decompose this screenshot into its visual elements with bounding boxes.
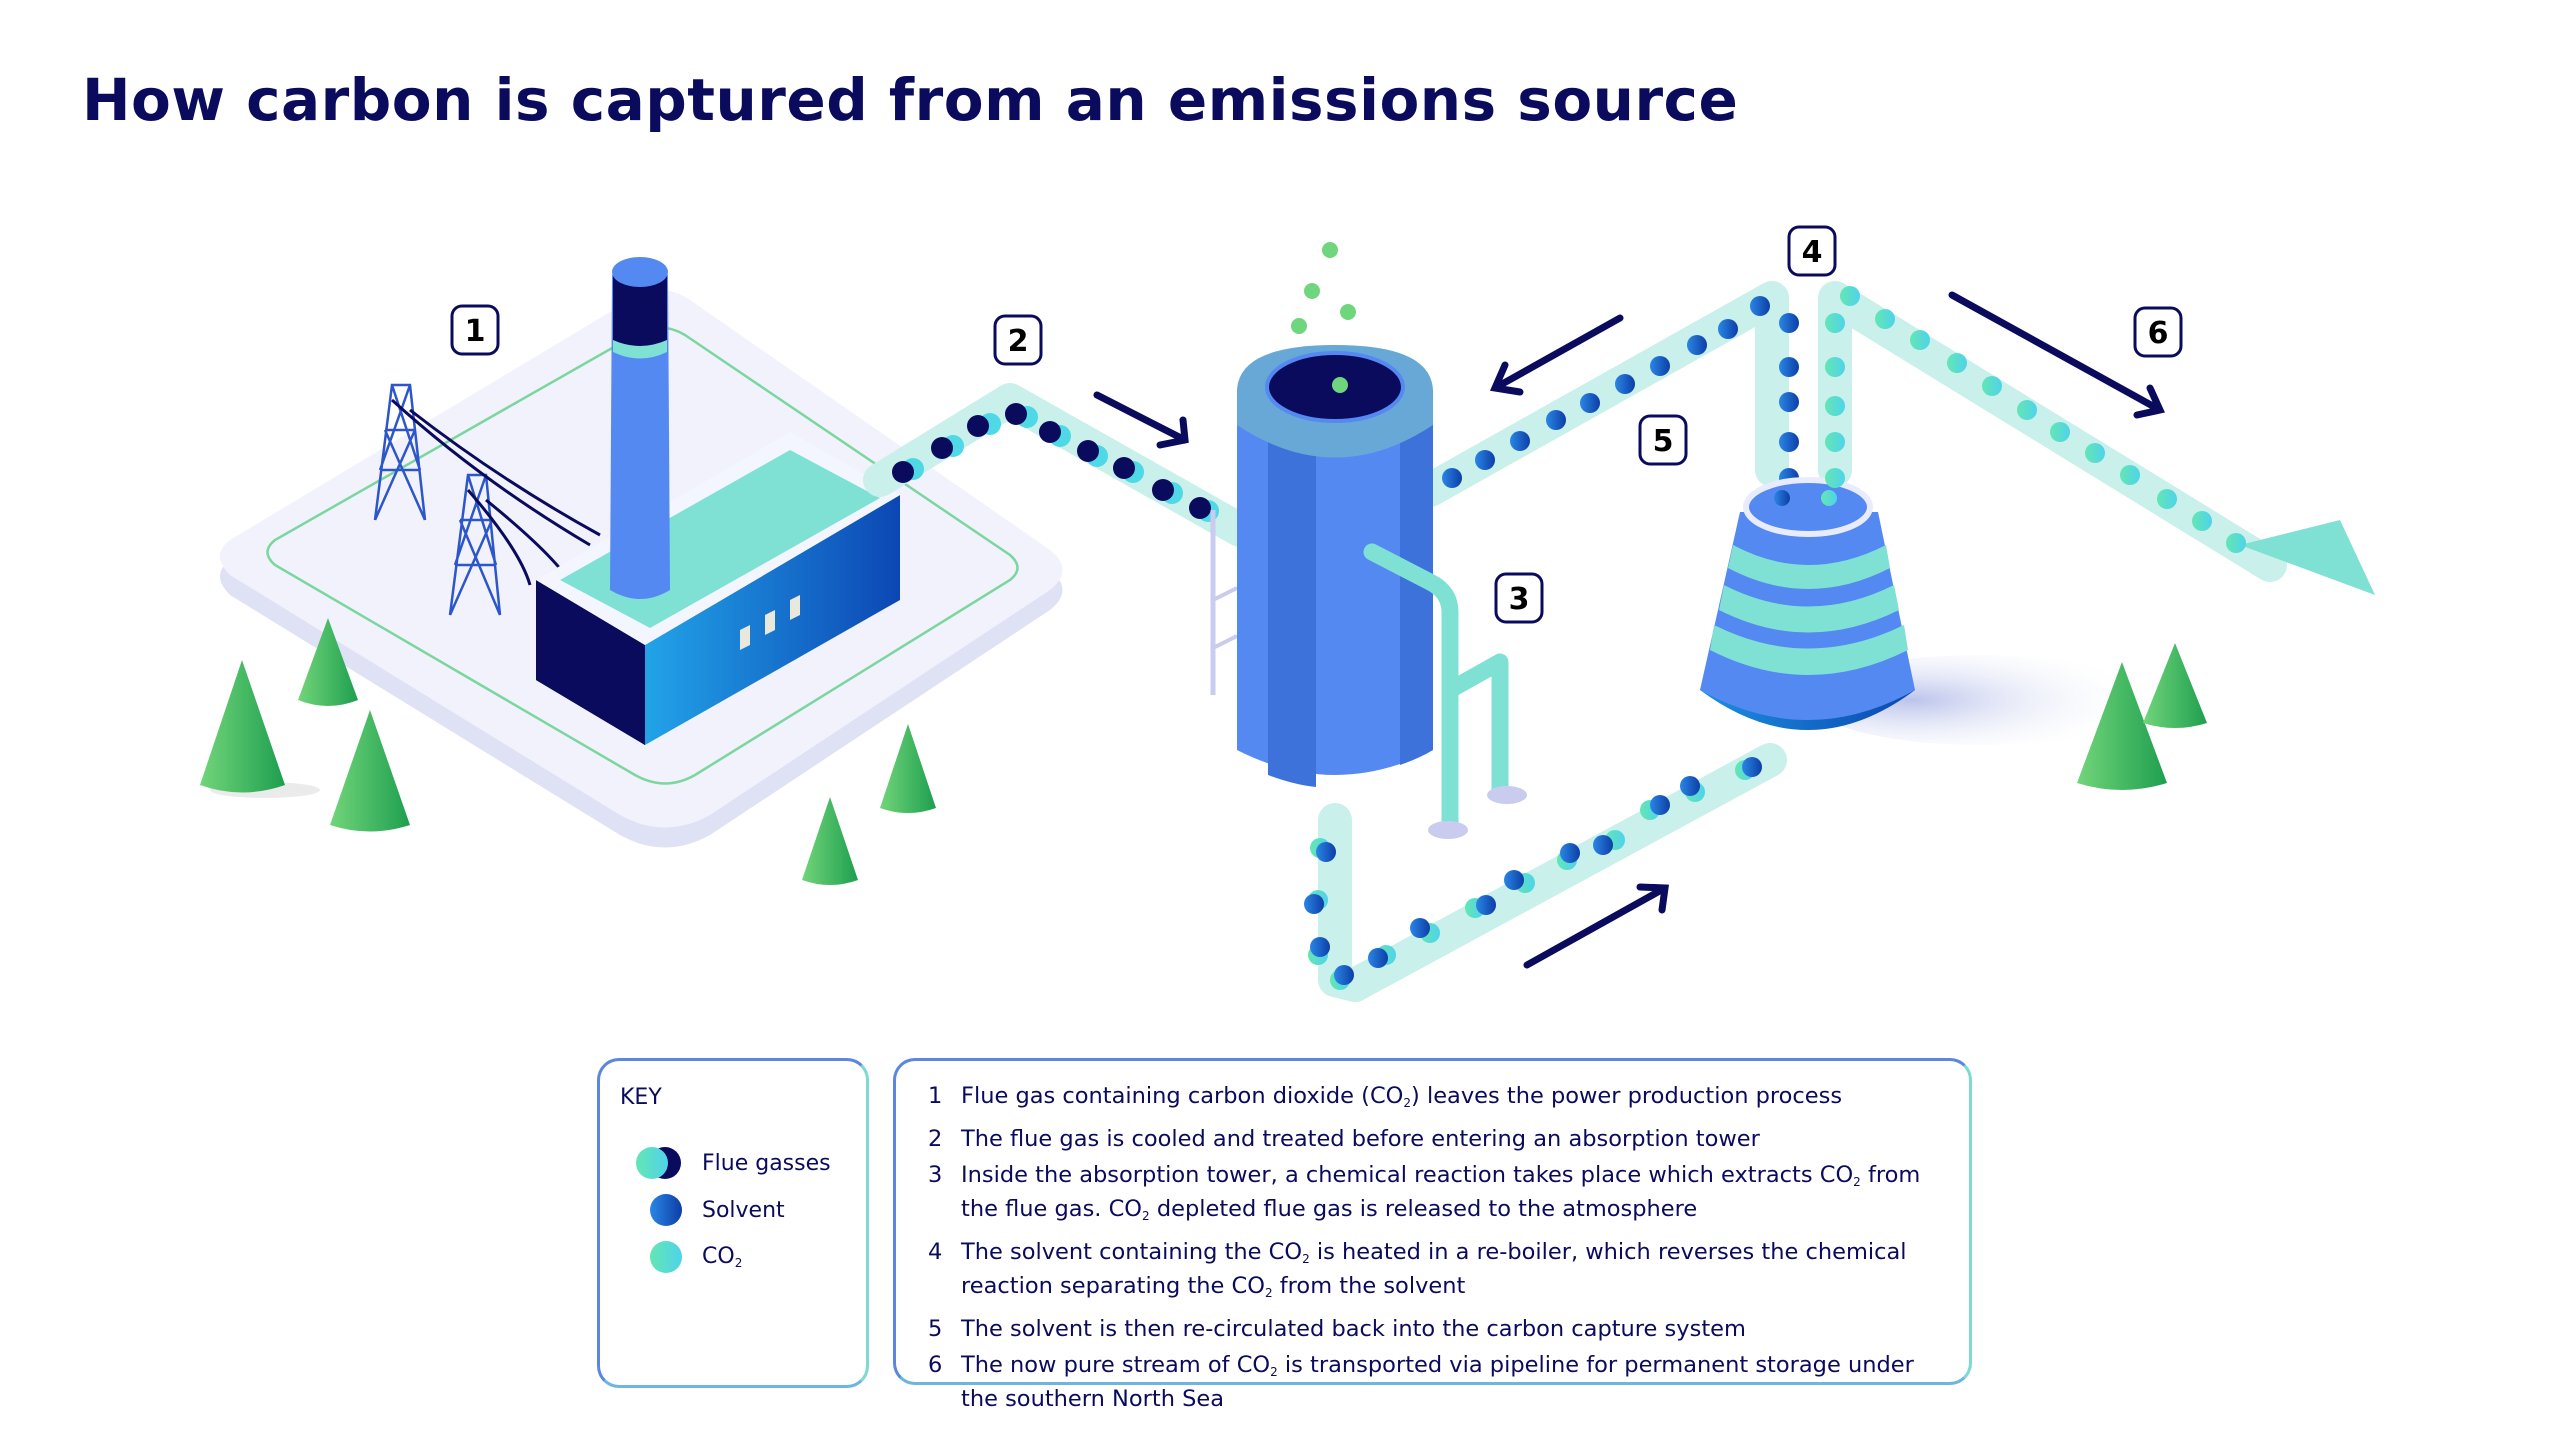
subscript: 2 (1302, 1252, 1310, 1266)
step-text: Flue gas containing carbon dioxide (CO2)… (961, 1083, 1921, 1117)
pipes (863, 281, 2287, 1002)
svg-text:4: 4 (1802, 235, 1823, 270)
tree (2143, 643, 2207, 728)
absorption-tower (1210, 242, 1527, 839)
electricity-pylons (373, 383, 601, 616)
text-part: is heated in a re-boiler, which reverses… (961, 1239, 1907, 1299)
tree (200, 660, 320, 798)
legend-title: KEY (620, 1085, 662, 1110)
step-text: Inside the absorption tower, a chemical … (961, 1162, 1921, 1230)
text-part: ) leaves the power production process (1411, 1083, 1843, 1109)
step-number: 6 (928, 1352, 943, 1378)
text-part: The solvent is then re-circulated back i… (961, 1316, 1746, 1342)
rich-solvent-particles (1304, 757, 1762, 990)
legend-item-co2: CO2 (632, 1239, 742, 1275)
co2-export-arrowhead (2240, 520, 2375, 595)
arrow-co2-export (1948, 291, 2165, 419)
step-text: The solvent is then re-circulated back i… (961, 1316, 1921, 1343)
text-part: from the flue gas. CO (961, 1162, 1921, 1222)
step-item: 2 The flue gas is cooled and treated befo… (928, 1126, 1921, 1153)
text-part: The solvent containing the CO (961, 1239, 1303, 1265)
solvent-particles (1442, 296, 1799, 488)
svg-text:5: 5 (1653, 424, 1674, 459)
text-part: The flue gas is cooled and treated befor… (961, 1126, 1760, 1152)
arrow-solvent-return (1489, 314, 1624, 396)
step-number: 3 (928, 1162, 943, 1188)
legend-item-flue-gasses: Flue gasses (632, 1145, 831, 1181)
step-number: 2 (928, 1126, 943, 1152)
tree (880, 724, 936, 813)
tree (298, 618, 358, 706)
flow-arrows (1093, 291, 2165, 969)
tree (2077, 662, 2167, 790)
trees (200, 618, 2207, 885)
step-marker-4: 4 (1787, 225, 1837, 277)
step-markers: 1 2 3 4 5 6 (450, 225, 2183, 624)
chimney (610, 257, 670, 599)
step-text: The solvent containing the CO2 is heated… (961, 1239, 1921, 1307)
co2-label: CO (702, 1244, 735, 1269)
subscript: 2 (1853, 1175, 1861, 1189)
step-text: The flue gas is cooled and treated befor… (961, 1126, 1921, 1153)
legend-key: KEY Flue gasses Solvent CO2 (597, 1058, 869, 1388)
co2-released-particles (1291, 242, 1356, 334)
subscript: 2 (1142, 1209, 1150, 1223)
tree (330, 710, 410, 832)
arrow-to-boiler (1523, 883, 1669, 969)
step-number: 5 (928, 1316, 943, 1342)
step-item: 1 Flue gas containing carbon dioxide (CO2… (928, 1083, 1921, 1117)
tree (802, 797, 858, 885)
step-marker-6: 6 (2133, 306, 2183, 358)
subscript: 2 (1403, 1096, 1412, 1110)
svg-text:6: 6 (2148, 316, 2169, 351)
step-text: The now pure stream of CO2 is transporte… (961, 1352, 1921, 1413)
step-marker-3: 3 (1494, 572, 1544, 624)
text-part: from the solvent (1272, 1273, 1466, 1299)
svg-text:3: 3 (1509, 582, 1530, 617)
text-part: is transported via pipeline for permanen… (961, 1352, 1914, 1412)
svg-text:1: 1 (465, 314, 486, 349)
solvent-return-pipe (1413, 281, 1789, 507)
step-number: 4 (928, 1239, 943, 1265)
page-title: How carbon is captured from an emissions… (82, 66, 1739, 134)
flue-gas-particles (892, 403, 1219, 522)
arrow-to-tower (1093, 391, 1189, 449)
step-marker-2: 2 (993, 314, 1043, 366)
subscript: 2 (1264, 1286, 1273, 1300)
step-item: 3 Inside the absorption tower, a chemical… (928, 1162, 1921, 1230)
text-part: depleted flue gas is released to the atm… (1149, 1196, 1698, 1222)
step-number: 1 (928, 1083, 943, 1109)
step-marker-1: 1 (450, 304, 500, 356)
co2-particles (1825, 286, 2246, 553)
text-part: Flue gas containing carbon dioxide (CO (961, 1083, 1404, 1109)
step-marker-5: 5 (1638, 414, 1688, 466)
svg-text:2: 2 (1008, 324, 1029, 359)
step-item: 6 The now pure stream of CO2 is transport… (928, 1352, 1921, 1413)
subscript: 2 (1270, 1365, 1278, 1379)
re-boiler (1700, 477, 2150, 745)
flue-gas-dot-icon (632, 1145, 702, 1181)
co2-dot-icon (632, 1239, 702, 1275)
text-part: Inside the absorption tower, a chemical … (961, 1162, 1854, 1188)
co2-solvent-split (1774, 490, 1790, 506)
solvent-dot-icon (632, 1192, 702, 1228)
text-part: The now pure stream of CO (961, 1352, 1271, 1378)
legend-item-solvent: Solvent (632, 1192, 785, 1228)
co2-subscript: 2 (734, 1256, 743, 1270)
step-item: 5 The solvent is then re-circulated back … (928, 1316, 1921, 1343)
